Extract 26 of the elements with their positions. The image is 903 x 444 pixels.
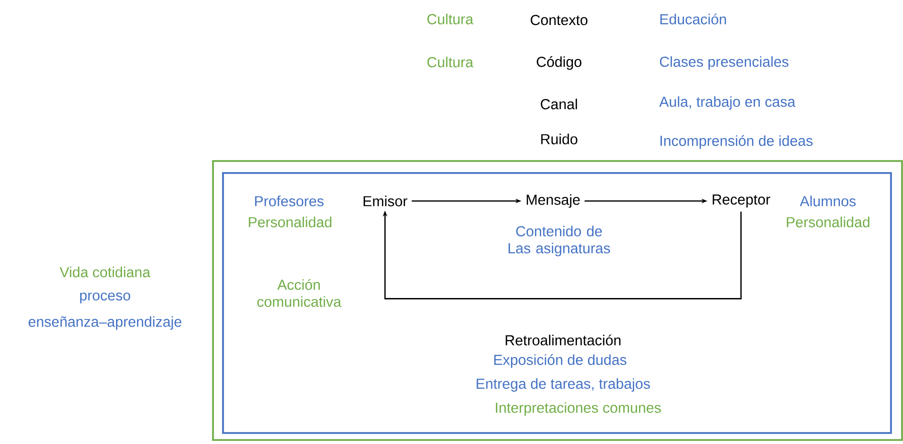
side-label: Cultura <box>427 56 474 68</box>
beside-label: Personalidad <box>786 216 870 228</box>
beside-label: Contenido de Las asignaturas <box>508 226 610 256</box>
example-label: Aula, trabajo en casa <box>659 96 796 110</box>
side-label: Cultura <box>427 14 474 24</box>
example-label: Incomprensión de ideas <box>660 135 813 149</box>
example-label: Clases presenciales <box>660 56 788 70</box>
element-label: Ruido <box>541 134 578 144</box>
beside-label: Alumnos <box>800 196 856 206</box>
example-label: Educación <box>660 14 726 24</box>
side-label: enseñanza–aprendizaje <box>28 316 182 330</box>
note-label: Interpretaciones comunes <box>496 402 661 416</box>
node-label: Mensaje <box>526 194 580 208</box>
node-label: Emisor <box>364 196 408 206</box>
side-label: proceso <box>80 292 130 304</box>
side-label: Vida cotidiana <box>60 266 150 278</box>
beside-label: Profesores <box>255 196 324 206</box>
beside-label: Personalidad <box>248 216 332 228</box>
note-label: Entrega de tareas, trabajos <box>476 378 650 392</box>
edge-label: Retroalimentación <box>504 334 622 346</box>
note-label: Acción comunicativa <box>257 279 342 307</box>
element-label: Contexto <box>530 14 588 26</box>
note-label: Exposición de dudas <box>494 354 626 368</box>
element-label: Canal <box>540 98 577 110</box>
node-label: Receptor <box>712 194 770 208</box>
element-label: Código <box>536 56 582 70</box>
